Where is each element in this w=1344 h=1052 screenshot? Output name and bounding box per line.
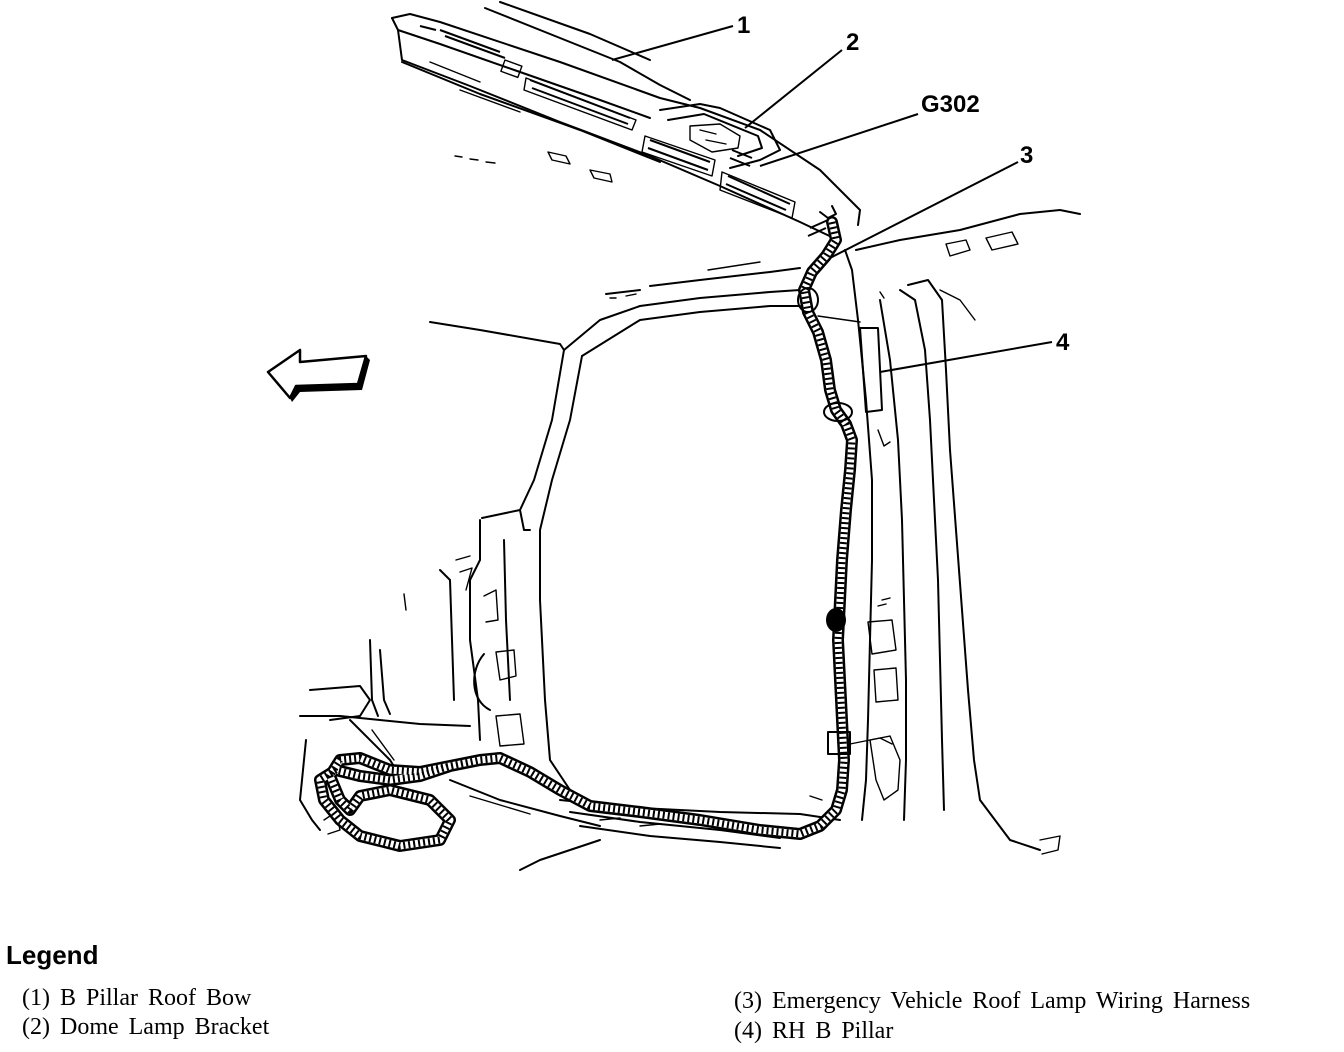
callout-g302: G302 — [921, 91, 980, 118]
legend-item-1: (1) B Pillar Roof Bow — [22, 985, 252, 1011]
callout-4: 4 — [1056, 329, 1070, 356]
emergency-vehicle-roof-lamp-wiring-harness — [314, 205, 893, 852]
legend-item-3: (3) Emergency Vehicle Roof Lamp Wiring H… — [734, 988, 1251, 1014]
wiring-diagram: 1 2 G302 3 4 — [266, 1, 1081, 871]
callout-3: 3 — [1020, 142, 1033, 169]
legend-item-2: (2) Dome Lamp Bracket — [22, 1014, 270, 1040]
door-opening — [299, 261, 841, 871]
legend-title: Legend — [6, 940, 99, 970]
callout-2: 2 — [846, 29, 859, 56]
forward-arrow-icon — [266, 348, 370, 402]
rh-b-pillar — [844, 209, 1081, 855]
leader-lines — [611, 25, 1053, 373]
dome-lamp-bracket — [659, 103, 781, 169]
legend-item-4: (4) RH B Pillar — [734, 1018, 894, 1044]
b-pillar-roof-bow — [391, 1, 861, 241]
callout-1: 1 — [737, 12, 750, 39]
